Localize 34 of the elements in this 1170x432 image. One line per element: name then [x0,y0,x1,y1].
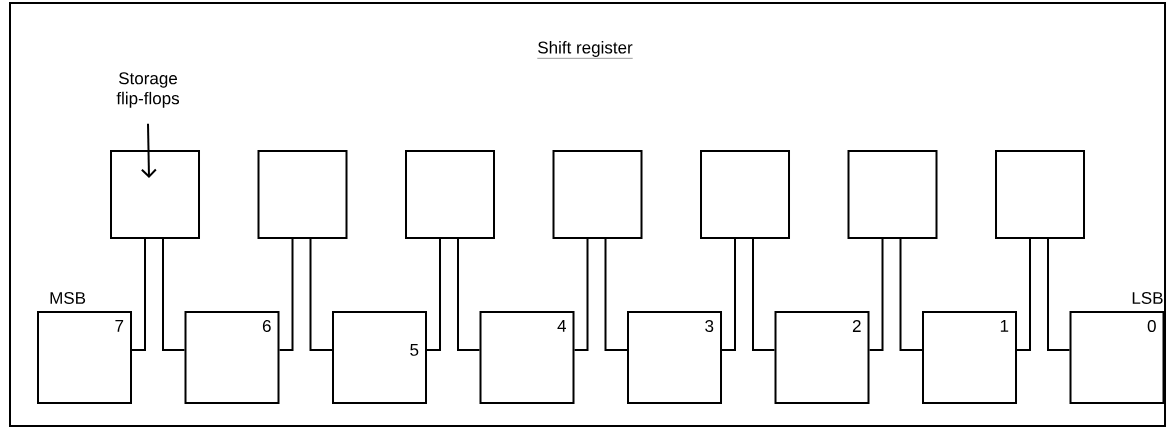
wire [457,238,481,351]
annotation-text: Storage flip-flops [116,72,180,108]
flip-flop-box [995,150,1085,239]
arrow [140,122,157,178]
bit-label: LSB [1132,291,1163,304]
flip-flop-box [847,150,938,239]
wire [131,238,146,351]
register-box: 1 [922,311,1017,404]
wire [721,238,736,351]
register-box: 4 [479,311,575,404]
register-box: 2 [774,311,870,404]
wire [868,238,884,351]
flip-flop-box [110,150,200,239]
wire [278,238,294,351]
wire [752,238,776,351]
flip-flop-box [257,150,348,239]
register-box: 7 [37,311,132,404]
register-box: 6 [184,311,280,404]
wire [1016,238,1031,351]
register-box: 0 [1069,311,1165,404]
wire [162,238,186,351]
wire [1047,238,1071,351]
flip-flop-box [700,150,790,239]
register-box: 3 [627,311,722,404]
wire [899,238,923,351]
flip-flop-box [405,150,495,239]
register-box: 5 [332,311,427,404]
wire [604,238,628,351]
wire [573,238,589,351]
wire [309,238,333,351]
wire [426,238,441,351]
bit-label: MSB [50,291,86,304]
title: Shift register [537,41,633,59]
flip-flop-box [552,150,643,239]
